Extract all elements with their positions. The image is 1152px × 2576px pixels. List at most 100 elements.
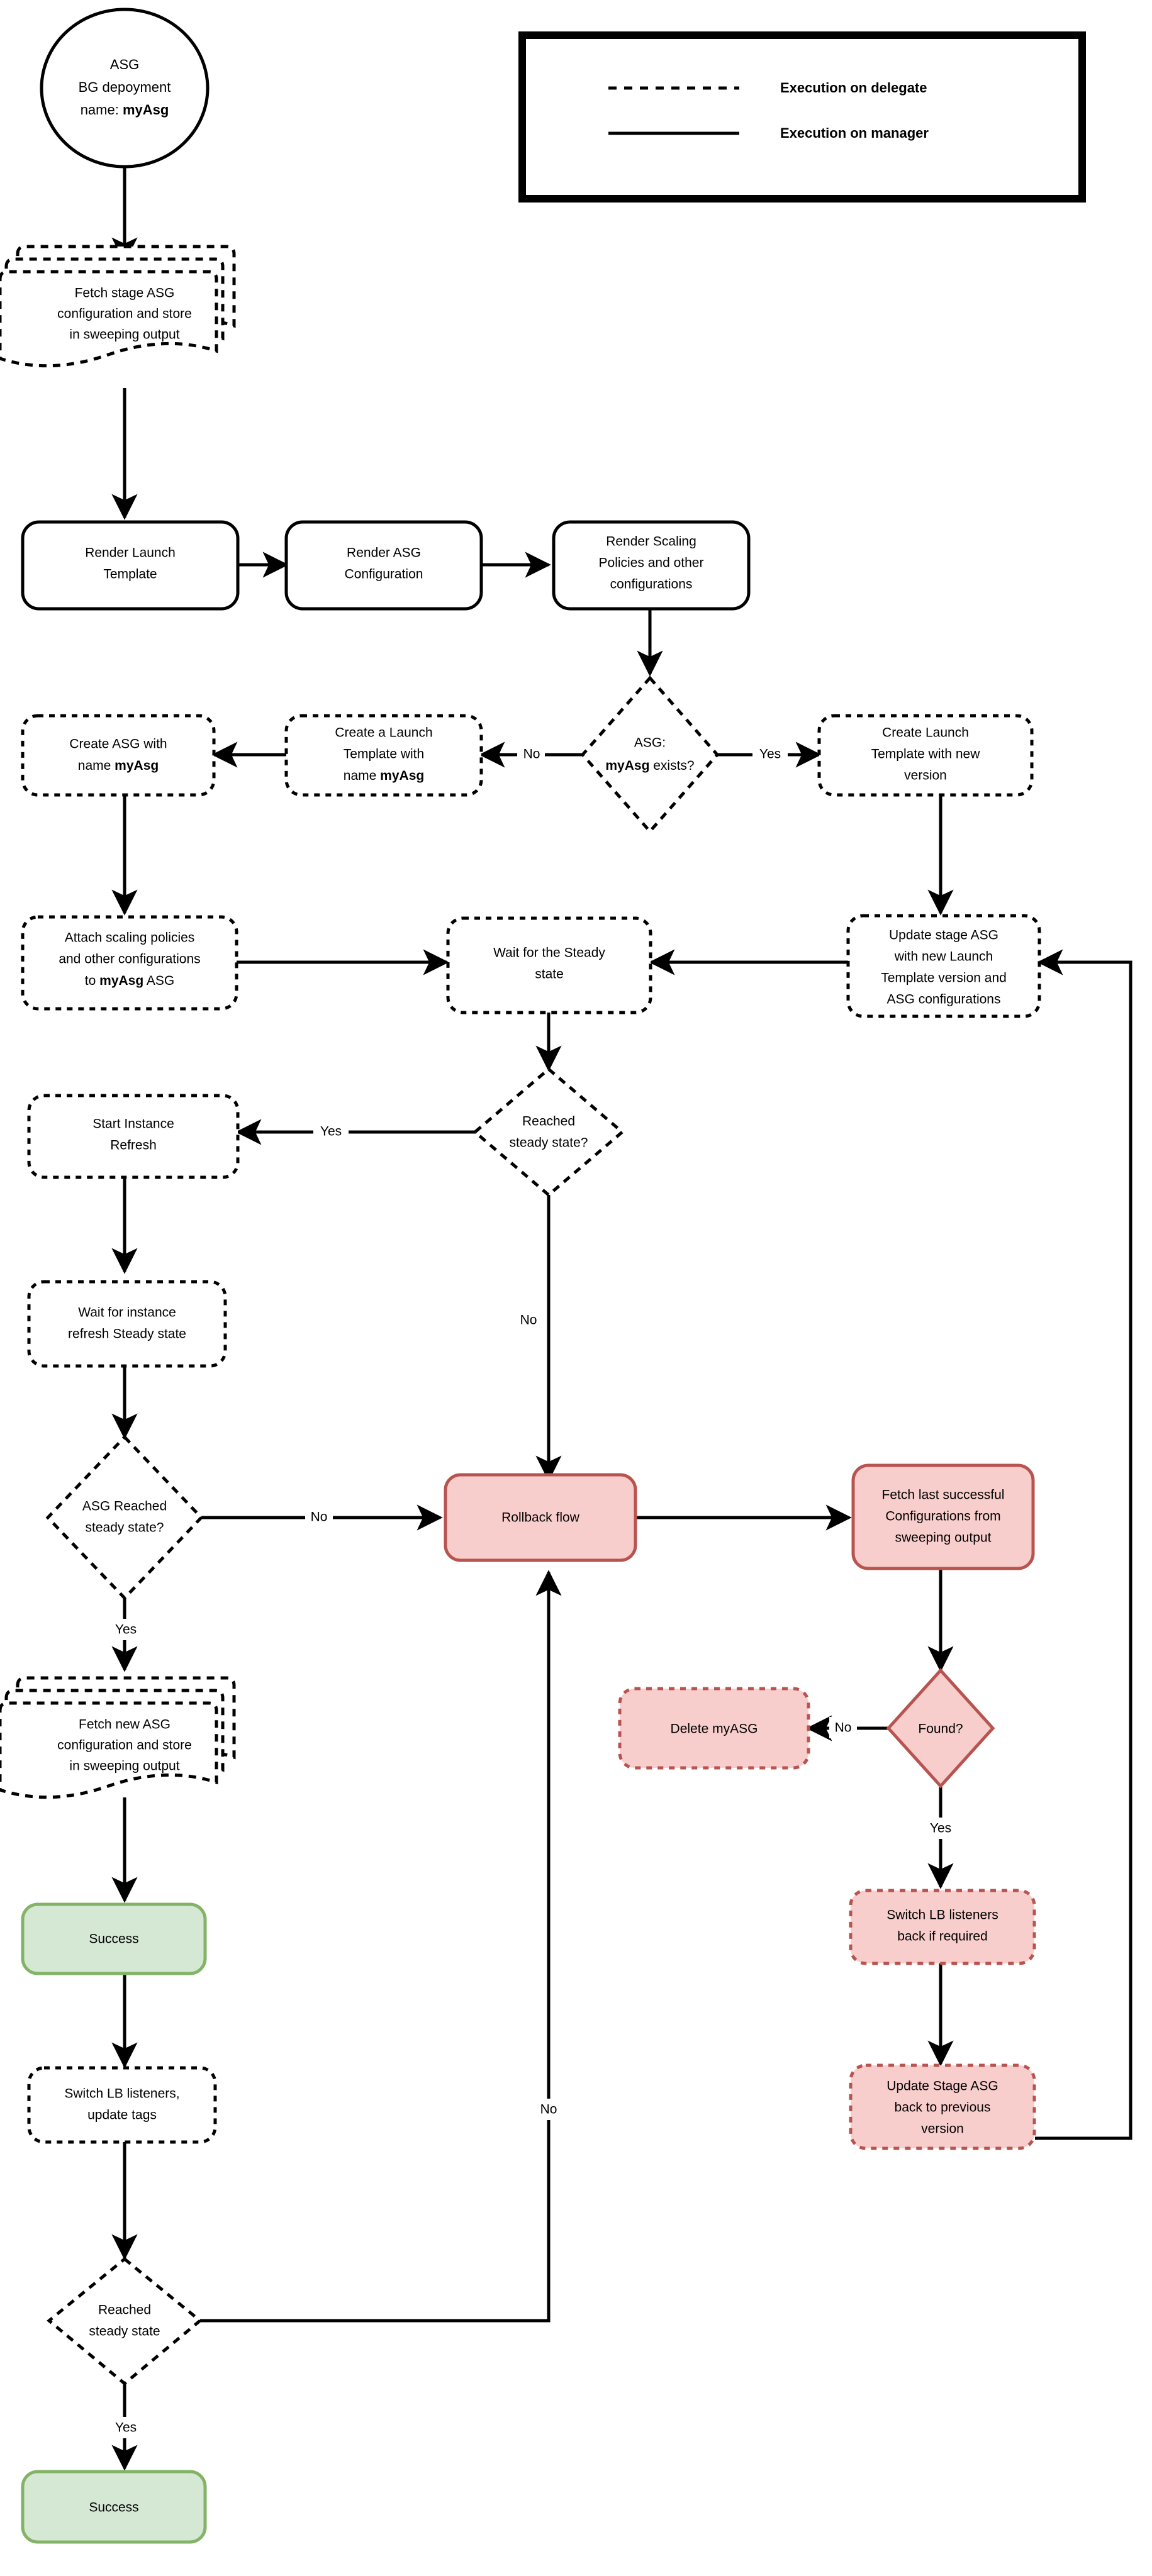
node-create-asg[interactable]: Create ASG with name myAsg (21, 714, 216, 797)
node-success-primary-label: Success (89, 1932, 138, 1946)
node-asg-reached-line1: ASG Reached (82, 1499, 167, 1514)
node-render-launch-template[interactable]: Render Launch Template (21, 520, 240, 611)
node-start-instance-refresh[interactable]: Start Instance Refresh (27, 1094, 240, 1179)
node-rollback-flow[interactable]: Rollback flow (444, 1473, 637, 1562)
node-wait-steady-line1: Wait for the Steady (493, 946, 605, 960)
node-update-stage-line2: with new Launch (894, 950, 993, 964)
node-start-line2: BG depoyment (79, 79, 171, 95)
node-create-lt-named-line2: Template with (344, 747, 424, 762)
node-fetch-new-asg-config[interactable]: Fetch new ASG configuration and store in… (0, 1676, 236, 1799)
node-render-lt-line1: Render Launch (85, 546, 176, 560)
node-switch-lb-back-line2: back if required (897, 1929, 988, 1944)
node-decision-found[interactable]: Found? (886, 1668, 995, 1789)
node-success-final[interactable]: Success (21, 2470, 207, 2544)
node-fetch-new-asg-line3: in sweeping output (69, 1759, 179, 1774)
node-start-line3: name: myAsg (81, 102, 169, 118)
node-render-asg-line2: Configuration (345, 567, 423, 582)
node-create-lt-named-line3: name myAsg (344, 769, 424, 783)
node-update-stage-line3: Template version and (881, 971, 1007, 985)
node-reached-steady-line2: steady state? (510, 1136, 588, 1150)
node-fetch-last-line1: Fetch last successful (882, 1488, 1005, 1502)
node-start-refresh-line2: Refresh (110, 1138, 157, 1153)
node-wait-refresh-line1: Wait for instance (78, 1306, 176, 1320)
edge-reached-steady2-no (200, 1570, 562, 2323)
node-fetch-last-line3: sweeping output (895, 1531, 992, 1545)
node-fetch-stage-line1: Fetch stage ASG (75, 286, 175, 301)
legend-label-delegate: Execution on delegate (780, 80, 927, 96)
node-wait-for-steady-state[interactable]: Wait for the Steady state (446, 916, 652, 1014)
node-render-scaling-line3: configurations (610, 577, 693, 592)
node-create-lt-new-line1: Create Launch (882, 726, 969, 740)
node-wait-refresh-line2: refresh Steady state (68, 1327, 186, 1341)
edge-labels-layer: No Yes Yes No No Yes No Yes No Yes (108, 743, 958, 2438)
node-asg-exists-line2: myAsg exists? (605, 758, 694, 773)
node-create-lt-named-line1: Create a Launch (335, 726, 432, 740)
node-update-back-line3: version (921, 2122, 964, 2136)
node-render-asg-line1: Render ASG (347, 546, 421, 560)
node-reached-steady-line1: Reached (522, 1114, 575, 1129)
edge-label-found-no: No (835, 1721, 852, 1735)
node-create-lt-new-line2: Template with new (871, 747, 981, 762)
node-update-back-line1: Update Stage ASG (886, 2079, 998, 2094)
node-render-asg-configuration[interactable]: Render ASG Configuration (284, 520, 483, 611)
node-start-refresh-line1: Start Instance (92, 1117, 174, 1131)
node-fetch-new-asg-line2: configuration and store (57, 1738, 192, 1753)
node-fetch-stage-line2: configuration and store (57, 307, 192, 321)
legend-label-manager: Execution on manager (780, 125, 929, 141)
node-render-lt-line2: Template (103, 567, 157, 582)
node-decision-asg-exists[interactable]: ASG: myAsg exists? (580, 675, 720, 834)
node-delete-myasg-label: Delete myASG (671, 1722, 758, 1736)
node-update-stage-asg-back[interactable]: Update Stage ASG back to previous versio… (849, 2063, 1036, 2150)
node-create-launch-template-new-version[interactable]: Create Launch Template with new version (817, 714, 1034, 797)
edge-label-reached-steady-no: No (520, 1313, 537, 1328)
node-reached-steady2-line1: Reached (98, 2303, 151, 2318)
edge-label-reached-steady-yes: Yes (320, 1124, 342, 1139)
node-decision-reached-steady-state-final[interactable]: Reached steady state (47, 2257, 203, 2386)
node-switch-lb-back-line1: Switch LB listeners (886, 1908, 998, 1923)
edge-label-reached-steady2-yes: Yes (115, 2421, 137, 2435)
node-switch-lb-update-tags[interactable]: Switch LB listeners, update tags (27, 2066, 217, 2144)
node-attach-line1: Attach scaling policies (65, 931, 195, 945)
edge-label-asg-reached-no: No (311, 1510, 328, 1524)
node-update-stage-line1: Update stage ASG (889, 928, 998, 943)
node-rollback-flow-label: Rollback flow (501, 1511, 580, 1525)
node-fetch-stage-asg[interactable]: Fetch stage ASG configuration and store … (0, 245, 236, 368)
node-attach-line2: and other configurations (59, 952, 200, 967)
node-fetch-stage-line3: in sweeping output (69, 328, 179, 342)
node-attach-scaling-policies[interactable]: Attach scaling policies and other config… (21, 915, 238, 1011)
node-update-stage-line4: ASG configurations (887, 992, 1001, 1007)
node-success-primary[interactable]: Success (21, 1902, 207, 1975)
node-switch-lb-listeners-back[interactable]: Switch LB listeners back if required (849, 1889, 1036, 1965)
node-update-back-line2: back to previous (895, 2101, 991, 2115)
node-fetch-last-successful[interactable]: Fetch last successful Configurations fro… (851, 1463, 1035, 1570)
node-decision-asg-reached-steady[interactable]: ASG Reached steady state? (45, 1435, 204, 1601)
edge-label-reached-steady2-no: No (540, 2102, 557, 2117)
node-switch-lb-tags-line2: update tags (87, 2108, 157, 2123)
node-wait-instance-refresh[interactable]: Wait for instance refresh Steady state (27, 1280, 227, 1368)
node-update-stage-asg[interactable]: Update stage ASG with new Launch Templat… (846, 914, 1041, 1018)
node-found-label: Found? (918, 1722, 963, 1736)
node-delete-myasg[interactable]: Delete myASG (618, 1687, 810, 1770)
edge-label-asg-reached-yes: Yes (115, 1623, 137, 1637)
node-render-scaling-line2: Policies and other (599, 556, 704, 570)
node-switch-lb-tags-line1: Switch LB listeners, (64, 2087, 179, 2101)
node-start[interactable]: ASG BG depoyment name: myAsg (40, 8, 210, 169)
edge-label-asg-exists-yes: Yes (759, 747, 781, 762)
node-create-lt-new-line3: version (904, 769, 947, 783)
edges-layer (111, 166, 1132, 2471)
node-attach-line3: to myAsg ASG (85, 974, 174, 988)
node-wait-steady-line2: state (535, 967, 564, 982)
edge-label-found-yes: Yes (930, 1821, 951, 1836)
node-render-scaling-line1: Render Scaling (606, 535, 696, 549)
node-render-scaling-policies[interactable]: Render Scaling Policies and other config… (552, 520, 751, 611)
node-reached-steady2-line2: steady state (89, 2324, 160, 2339)
node-fetch-new-asg-line1: Fetch new ASG (79, 1718, 171, 1732)
node-create-launch-template-named[interactable]: Create a Launch Template with name myAsg (284, 714, 483, 797)
edge-label-asg-exists-no: No (523, 747, 540, 762)
node-decision-reached-steady-state[interactable]: Reached steady state? (473, 1067, 625, 1197)
node-start-line1: ASG (110, 57, 139, 72)
node-success-final-label: Success (89, 2501, 138, 2515)
node-asg-exists-line1: ASG: (634, 736, 666, 750)
